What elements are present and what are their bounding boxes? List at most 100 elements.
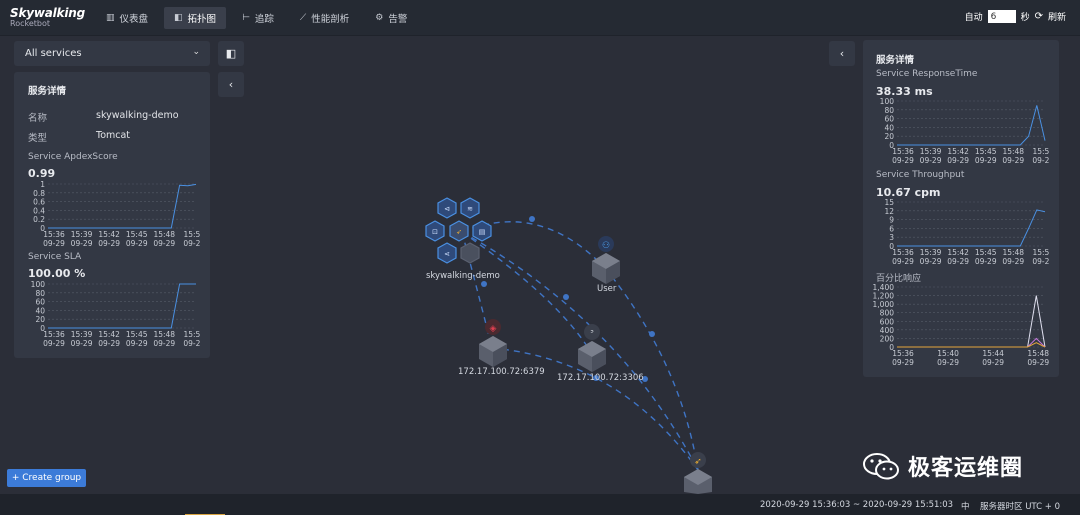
refresh-label[interactable]: 刷新 (1047, 13, 1066, 23)
logo-title: Skywalking (10, 6, 85, 20)
x-tick-label: 09-29 (975, 257, 997, 266)
x-tick-label: 15:36 (43, 330, 65, 339)
cube-side (592, 349, 606, 372)
nav-alarm-label: 告警 (388, 14, 408, 25)
y-tick-label: 80 (884, 106, 894, 115)
x-tick-label: 15:42 (947, 147, 969, 156)
y-tick-label: 60 (35, 298, 45, 307)
mysql-icon: ᐣ (590, 329, 594, 339)
wechat-icon (863, 453, 899, 480)
service-select[interactable]: All services ⌄ (14, 41, 210, 66)
node-label-redis: 172.17.100.72:6379 (458, 367, 545, 377)
x-tick-label: 15:36 (892, 147, 914, 156)
refresh-icon[interactable]: ⟳ (1034, 11, 1043, 22)
y-tick-label: 800 (880, 309, 895, 318)
y-tick-label: 9 (889, 216, 894, 225)
pct-chart: 1,4001,2001,000800600400200015:3609-2915… (873, 283, 1050, 367)
node-skywalking-demo[interactable]: ⊲ ≋ ⊡ ➶ ▤ ⋖ (425, 197, 492, 264)
x-tick-label: 15:5 (1032, 248, 1049, 257)
nav-dashboard[interactable]: ▥仪表盘 (96, 7, 158, 29)
x-tick-label: 09-29 (1002, 257, 1024, 266)
interval-input[interactable] (987, 10, 1016, 23)
x-tick-label: 15:5 (183, 330, 200, 339)
redis-icon-bg (485, 319, 501, 335)
auto-refresh: 自动 秒 ⟳ 刷新 (965, 10, 1066, 23)
x-tick-label: 09-29 (126, 339, 148, 348)
hex-cell (437, 197, 457, 219)
node-bottom[interactable]: ➶ (684, 452, 712, 494)
edge-markers (481, 216, 655, 382)
hex-cell (472, 220, 492, 242)
edge-user-bottom (604, 267, 699, 471)
logo-subtitle: Rocketbot (10, 19, 51, 28)
edge-dot[interactable] (642, 376, 648, 382)
nav-profile[interactable]: ⟋性能剖析 (290, 7, 359, 29)
edge-dot[interactable] (481, 281, 487, 287)
timezone[interactable]: 服务器时区 UTC + 0 (980, 502, 1060, 512)
chevron-left-icon: ‹ (839, 47, 845, 60)
x-tick-label: 15:5 (1032, 147, 1049, 156)
collapse-right-button[interactable]: ‹ (829, 41, 855, 66)
topology-icon: ◧ (174, 13, 183, 23)
node-user[interactable]: ⚇ (592, 236, 620, 284)
series-line (897, 209, 1046, 247)
x-tick-label: 15:39 (71, 230, 93, 239)
create-group-button[interactable]: + Create group (7, 469, 86, 487)
edge-dot[interactable] (593, 375, 599, 381)
series-line (48, 183, 197, 229)
edge-dot[interactable] (563, 294, 569, 300)
rt-chart: 10080604020015:3609-2915:3909-2915:4209-… (880, 97, 1050, 165)
nav-topology[interactable]: ◧拓扑图 (164, 7, 227, 29)
x-tick-label: 09-29 (937, 358, 959, 367)
x-tick-label: 09-29 (98, 339, 120, 348)
x-tick-label: 15:42 (98, 330, 120, 339)
sla-value: 100.00 % (28, 267, 86, 280)
edge-dot[interactable] (529, 216, 535, 222)
sla-label: Service SLA (28, 252, 82, 262)
cube-side (606, 261, 620, 284)
x-tick-label: 09-2 (183, 239, 200, 248)
name-value: skywalking-demo (96, 110, 179, 121)
type-key: 类型 (28, 133, 48, 144)
edge-demo-bottom (461, 231, 699, 471)
alarm-icon: ⚙ (375, 13, 384, 23)
nav-trace[interactable]: ⊢追踪 (232, 7, 284, 29)
logo[interactable]: Skywalking Rocketbot (10, 6, 85, 28)
time-range[interactable]: 2020-09-29 15:36:03 ~ 2020-09-29 15:51:0… (760, 500, 954, 510)
layers-icon: ≋ (467, 205, 473, 213)
users-icon: ⚇ (602, 241, 610, 251)
x-tick-label: 15:48 (1002, 248, 1024, 257)
hex-cell (460, 242, 480, 264)
collapse-left-button[interactable]: ‹ (218, 72, 244, 97)
send-icon: ⊲ (444, 205, 450, 213)
node-redis[interactable]: ◈ (479, 319, 507, 367)
auto-label: 自动 (964, 13, 983, 23)
share-icon: ⋖ (444, 250, 450, 258)
y-tick-label: 0 (40, 224, 45, 233)
y-tick-label: 0 (889, 141, 894, 150)
cube-top (684, 469, 712, 485)
bottom-icon-bg (690, 452, 706, 468)
series-line (897, 342, 1046, 348)
language-toggle[interactable]: 中 (961, 502, 970, 512)
hex-cell (425, 220, 445, 242)
y-tick-label: 20 (884, 132, 894, 141)
x-tick-label: 15:45 (126, 330, 148, 339)
x-tick-label: 15:48 (1002, 147, 1024, 156)
nav-alarm[interactable]: ⚙ 告警 (365, 7, 417, 29)
x-tick-label: 09-29 (43, 339, 65, 348)
topology-icon: ◧ (225, 47, 237, 60)
x-tick-label: 09-29 (920, 257, 942, 266)
node-label-user: User (597, 284, 617, 294)
node-mysql[interactable]: ᐣ (578, 324, 606, 372)
y-tick-label: 40 (35, 306, 45, 315)
y-tick-label: 6 (889, 224, 894, 233)
x-tick-label: 09-29 (1027, 358, 1049, 367)
sla-chart: 10080604020015:3609-2915:3909-2915:4209-… (31, 280, 201, 348)
skywalking-icon: ➶ (694, 457, 702, 467)
x-tick-label: 09-29 (947, 257, 969, 266)
x-tick-label: 15:39 (71, 330, 93, 339)
y-tick-label: 3 (889, 233, 894, 242)
toggle-view-button[interactable]: ◧ (218, 41, 244, 66)
edge-dot[interactable] (649, 331, 655, 337)
